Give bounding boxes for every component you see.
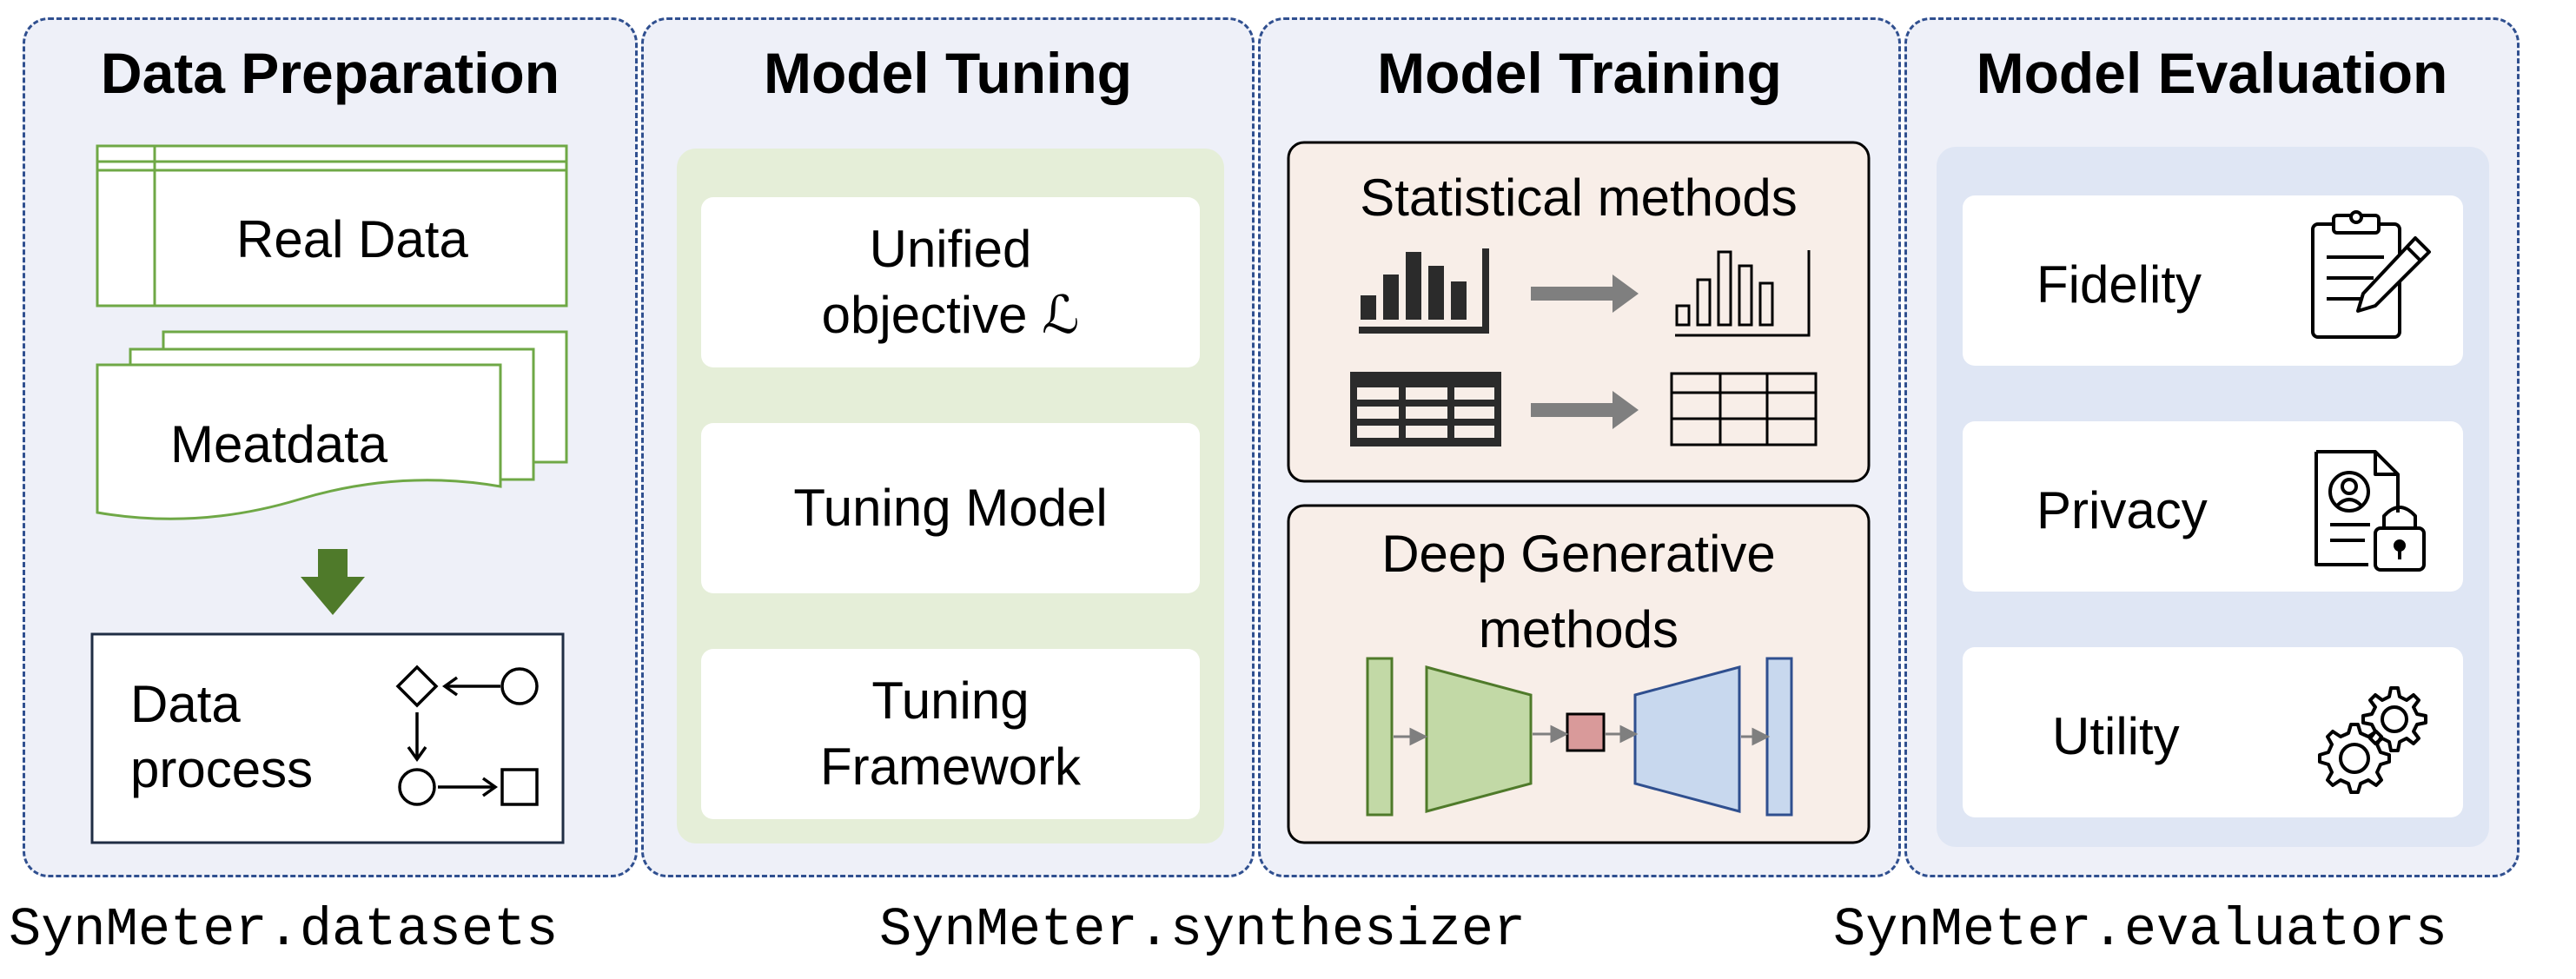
bar-chart-solid-icon [1359, 248, 1489, 334]
data-process-box [90, 632, 565, 844]
deep-generative-label: Deep Generative methods [1288, 516, 1869, 667]
data-preparation-title: Data Preparation [100, 41, 560, 105]
evaluators-module-label: SynMeter.evaluators [1833, 899, 2447, 961]
deep-generative-label-line1: Deep Generative [1381, 525, 1776, 583]
privacy-label: Privacy [2036, 481, 2208, 539]
stats-arrow-top [1531, 275, 1639, 313]
down-arrow [301, 549, 365, 615]
tuning-card-framework-line2: Framework [819, 738, 1082, 796]
tuning-card-objective-line2: objective ℒ [821, 286, 1080, 344]
model-tuning-title: Model Tuning [763, 41, 1132, 105]
process-flow-symbols [395, 665, 539, 806]
data-process-label-line1: Data [130, 675, 241, 733]
evaluation-card-utility [1963, 647, 2463, 817]
metadata-documents [96, 330, 568, 520]
tuning-card-objective: Unified objective ℒ [701, 197, 1200, 367]
tuning-card-model: Tuning Model [701, 423, 1200, 593]
real-data-table [96, 144, 568, 308]
bar-chart-outline-icon [1675, 250, 1811, 337]
model-tuning-panel: Model Tuning Unified objective ℒ Tuning M… [641, 17, 1255, 877]
table-outline-icon [1670, 372, 1818, 447]
tuning-card-model-label: Tuning Model [793, 478, 1108, 537]
clipboard-pencil-icon [2311, 210, 2431, 339]
stats-arrow-bottom [1531, 391, 1639, 429]
generative-network [1366, 657, 1793, 817]
tuning-card-objective-line1: Unified [869, 219, 1032, 278]
document-lock-icon [2314, 450, 2426, 572]
statistical-methods-label: Statistical methods [1360, 169, 1798, 227]
gears-icon [2318, 686, 2427, 794]
data-process-label-line2: process [130, 740, 314, 798]
utility-label: Utility [2052, 707, 2180, 765]
datasets-module-label: SynMeter.datasets [9, 899, 559, 961]
model-evaluation-title: Model Evaluation [1976, 41, 2448, 105]
data-process-label: Data process [130, 671, 313, 802]
model-training-title: Model Training [1377, 41, 1782, 105]
table-solid-icon [1350, 372, 1501, 447]
metadata-label: Meatdata [170, 415, 388, 473]
network-connectors [1394, 724, 1771, 746]
synthesizer-module-label: SynMeter.synthesizer [879, 899, 1526, 961]
fidelity-label: Fidelity [2036, 255, 2202, 314]
real-data-label: Real Data [236, 210, 468, 268]
deep-generative-label-line2: methods [1478, 600, 1679, 658]
tuning-card-framework-line1: Tuning [871, 671, 1030, 730]
